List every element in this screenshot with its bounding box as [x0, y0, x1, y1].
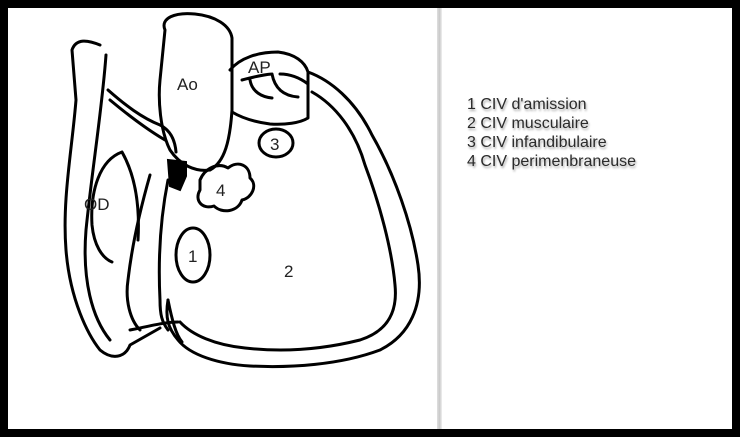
- legend-item-2: 2 CIV musculaire: [467, 114, 636, 133]
- label-defect-3: 3: [270, 135, 279, 154]
- label-right-atrium: OD: [84, 195, 110, 214]
- label-defect-1: 1: [188, 247, 197, 266]
- legend-item-3: 3 CIV infandibulaire: [467, 133, 636, 152]
- septum-line-mid: [110, 100, 165, 140]
- label-pulmonary-artery: AP: [248, 58, 271, 77]
- label-defect-4: 4: [216, 181, 225, 200]
- membranous-septum-patch: [168, 160, 186, 190]
- defect-legend: 1 CIV d'amission 2 CIV musculaire 3 CIV …: [467, 95, 636, 171]
- right-atrium-wall: [65, 41, 160, 356]
- septum-line-lower: [127, 175, 150, 330]
- ventricle-inner-wall: [180, 92, 395, 350]
- legend-item-4: 4 CIV perimenbraneuse: [467, 152, 636, 171]
- pulmonary-valve-lines: [242, 74, 308, 98]
- defect-4-outline: [198, 164, 254, 211]
- legend-item-1: 1 CIV d'amission: [467, 95, 636, 114]
- label-aorta: Ao: [177, 75, 198, 94]
- label-defect-2: 2: [284, 262, 293, 281]
